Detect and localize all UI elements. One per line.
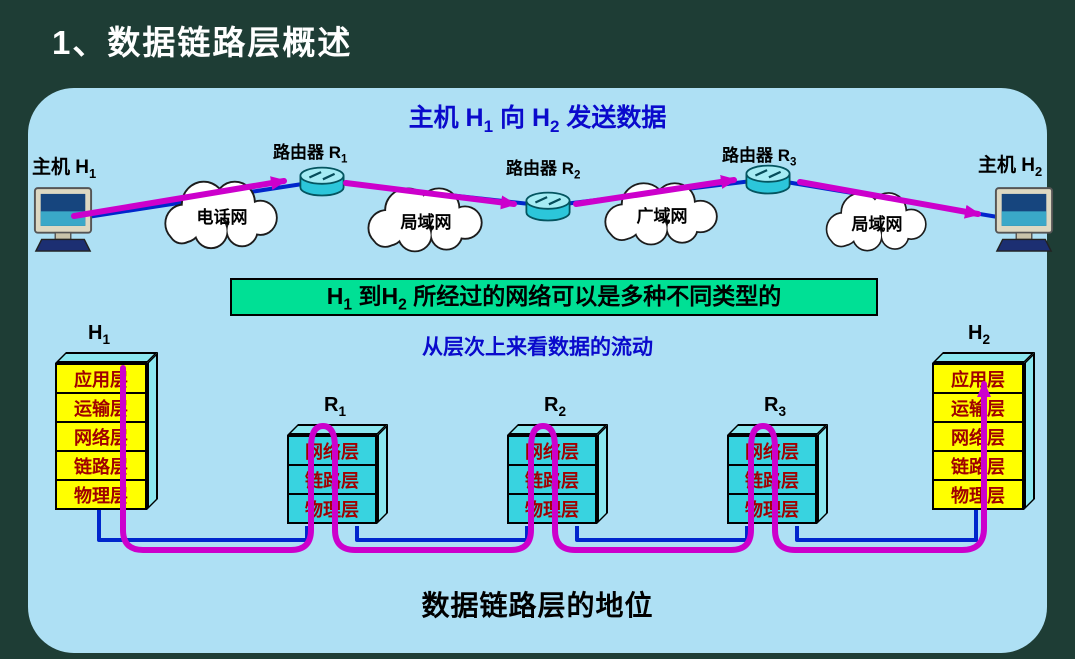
pc-h2-icon	[993, 186, 1055, 258]
layer-box: 网络层	[727, 435, 817, 466]
router-r3-label: 路由器 R3	[722, 146, 797, 169]
stack-3d-side	[597, 424, 608, 524]
stack-label-r3: R3	[764, 394, 787, 419]
layer-box: 运输层	[55, 392, 147, 423]
router-r2-label: 路由器 R2	[506, 159, 581, 182]
title-sub: 1	[483, 117, 494, 136]
layer-box: 网络层	[55, 421, 147, 452]
bus-line-3	[575, 526, 749, 542]
protocol-stack-r1: 网络层 链路层 物理层	[287, 424, 388, 524]
layer-box: 物理层	[55, 479, 147, 510]
layer-box: 物理层	[287, 493, 377, 524]
protocol-stack-h2: 应用层 运输层 网络层 链路层 物理层	[932, 352, 1035, 510]
layer-box: 链路层	[55, 450, 147, 481]
host-h2-label: 主机 H2	[978, 155, 1043, 179]
stack-3d-top	[287, 424, 388, 435]
title-text: 主机 H	[408, 104, 484, 132]
layer-box: 网络层	[932, 421, 1024, 452]
protocol-stack-r3: 网络层 链路层 物理层	[727, 424, 828, 524]
content-panel: 电话网 局域网 广域网 局域网 主机 H1 向 H2 发送数据 主机 H1 主机…	[28, 88, 1047, 653]
flow-subtitle: 从层次上来看数据的流动	[422, 336, 653, 359]
cloud-label: 电话网	[196, 207, 248, 227]
router-r1-icon	[296, 164, 348, 200]
layer-box: 链路层	[932, 450, 1024, 481]
cloud-label: 广域网	[636, 206, 688, 226]
title-text: 发送数据	[559, 104, 667, 132]
stack-3d-side	[147, 352, 158, 510]
layer-box: 物理层	[727, 493, 817, 524]
protocol-stack-h1: 应用层 运输层 网络层 链路层 物理层	[55, 352, 158, 510]
layer-box: 网络层	[287, 435, 377, 466]
layer-box: 应用层	[932, 363, 1024, 394]
bottom-caption: 数据链路层的地位	[421, 590, 654, 621]
stack-label-r1: R1	[324, 394, 347, 419]
stack-3d-side	[817, 424, 828, 524]
layer-box: 运输层	[932, 392, 1024, 423]
layer-box: 物理层	[507, 493, 597, 524]
cloud-lan-1: 局域网	[361, 183, 491, 255]
layer-box: 物理层	[932, 479, 1024, 510]
network-types-banner: H1 到H2 所经过的网络可以是多种不同类型的	[230, 278, 878, 316]
stack-label-r2: R2	[544, 394, 567, 419]
cloud-wan: 广域网	[598, 178, 726, 248]
bus-line-2	[355, 526, 529, 542]
layer-box: 网络层	[507, 435, 597, 466]
cloud-label: 局域网	[851, 214, 903, 234]
pc-h1-icon	[32, 186, 94, 258]
host-h1-label: 主机 H1	[32, 157, 97, 181]
layer-box: 链路层	[727, 464, 817, 495]
cloud-label: 局域网	[400, 212, 452, 232]
transmission-title: 主机 H1 向 H2 发送数据	[28, 98, 1047, 137]
stack-label-h2: H2	[968, 322, 991, 347]
slide-title: 1、数据链路层概述	[52, 24, 353, 61]
router-r2-icon	[522, 189, 574, 225]
title-text: 向 H	[493, 104, 550, 132]
cloud-lan-2: 局域网	[820, 188, 934, 254]
protocol-stack-r2: 网络层 链路层 物理层	[507, 424, 608, 524]
layer-box: 链路层	[287, 464, 377, 495]
bus-line-1	[97, 508, 309, 542]
router-r1-label: 路由器 R1	[273, 143, 348, 166]
title-sub: 2	[550, 117, 560, 136]
stack-3d-side	[377, 424, 388, 524]
stack-label-h1: H1	[88, 322, 111, 347]
cloud-telephone: 电话网	[158, 176, 286, 252]
layer-box: 链路层	[507, 464, 597, 495]
layer-box: 应用层	[55, 363, 147, 394]
stack-3d-top	[507, 424, 608, 435]
stack-3d-side	[1024, 352, 1035, 510]
stack-3d-top	[727, 424, 828, 435]
